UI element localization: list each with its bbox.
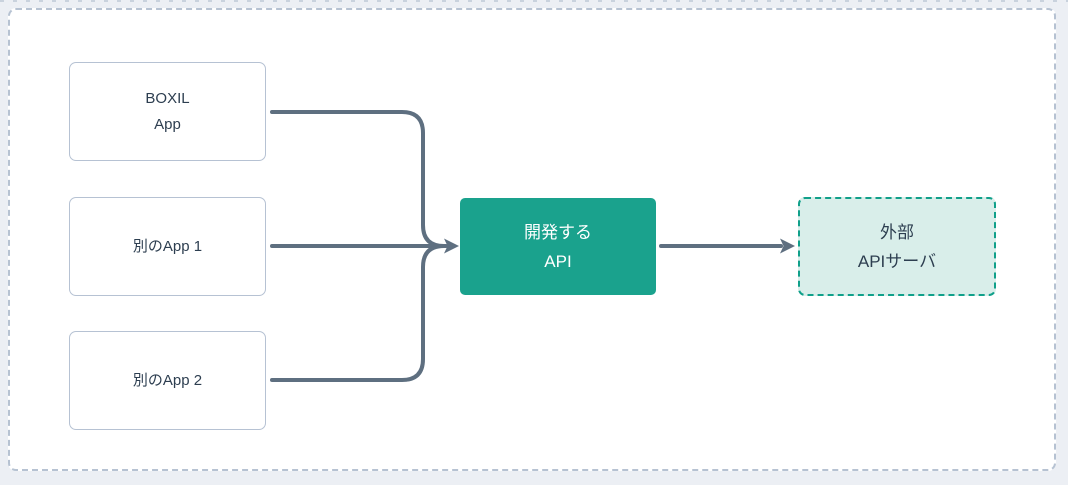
cropped-dashed-edge xyxy=(0,0,1068,2)
edge-app2-to-api xyxy=(270,244,446,382)
node-other-app-2-label: 別のApp 2 xyxy=(132,371,203,389)
node-boxil-app-label-line2: App xyxy=(154,115,181,133)
arrowhead-into-external xyxy=(780,238,795,254)
node-boxil-app: BOXIL App xyxy=(69,62,266,161)
node-external-api-server-label-line1: 外部 xyxy=(880,222,914,242)
arrowhead-into-api xyxy=(444,238,459,254)
node-developed-api-label-line1: 開発する xyxy=(524,222,592,242)
edge-boxil-to-api xyxy=(270,110,446,248)
node-other-app-2: 別のApp 2 xyxy=(69,331,266,430)
node-other-app-1: 別のApp 1 xyxy=(69,197,266,296)
node-external-api-server-label-line2: APIサーバ xyxy=(857,251,937,271)
node-boxil-app-label-line1: BOXIL xyxy=(145,89,190,107)
node-external-api-server: 外部 APIサーバ xyxy=(798,197,996,296)
node-other-app-1-label: 別のApp 1 xyxy=(132,237,203,255)
node-developed-api-label-line2: API xyxy=(544,251,572,271)
node-developed-api: 開発する API xyxy=(460,198,656,295)
